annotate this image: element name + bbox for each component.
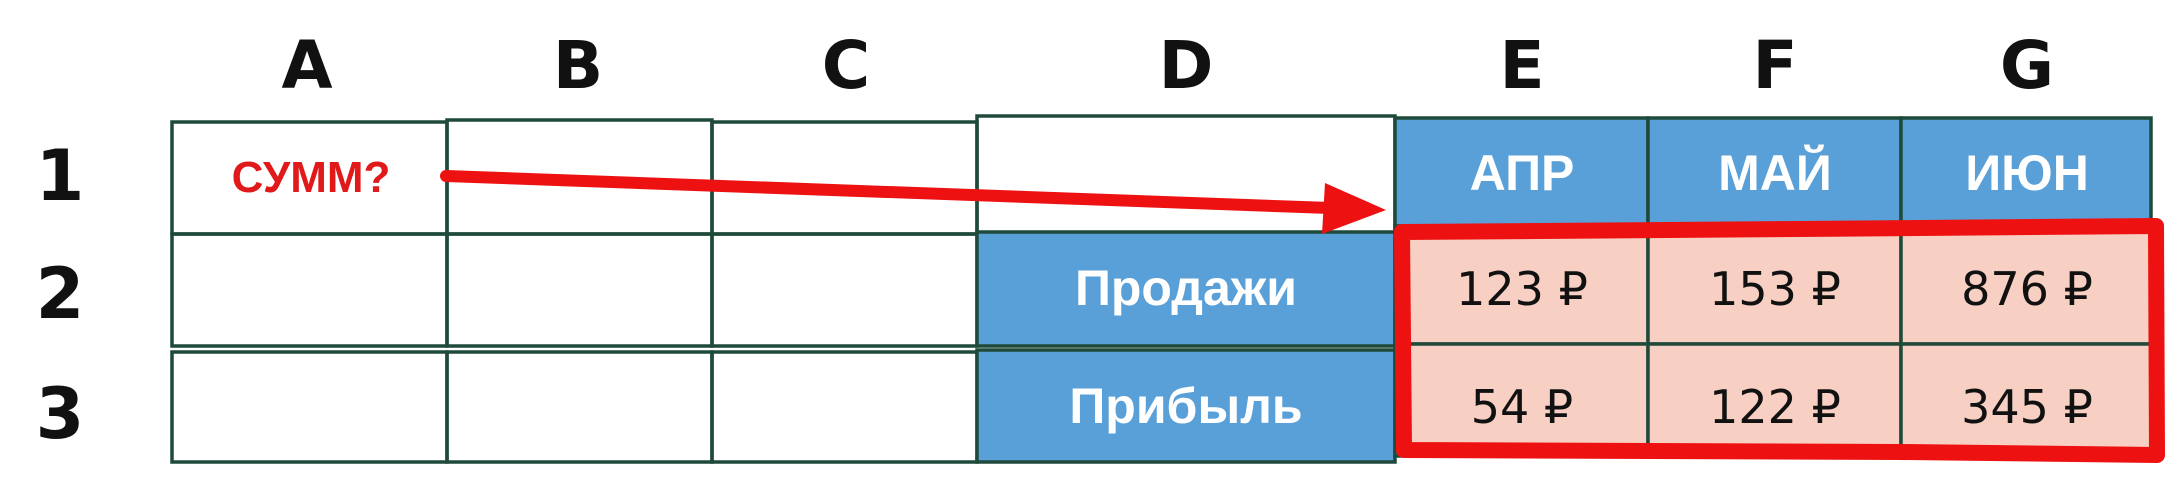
cell-e3[interactable] [1395,344,1648,456]
value-f3: 122 ₽ [1709,380,1841,434]
cell-d2[interactable] [977,232,1395,346]
value-f2: 153 ₽ [1709,262,1841,316]
arrow-head-icon [1322,183,1386,234]
cell-g2[interactable] [1901,226,2151,344]
month-may: МАЙ [1718,144,1832,201]
month-apr: АПР [1470,145,1575,201]
cell-f3[interactable] [1648,344,1901,456]
cell-c3[interactable] [710,350,979,464]
cell-f2[interactable] [1648,226,1901,344]
row-label-sales: Продажи [1075,260,1297,316]
column-header-b: B [553,27,603,104]
cell-a3[interactable] [170,350,449,464]
cell-c2[interactable] [710,232,979,348]
cell-e1[interactable] [1395,118,1648,226]
column-header-a: A [281,27,332,104]
sum-question: СУММ? [232,153,391,202]
cell-a2[interactable] [170,232,449,348]
arrow-line [440,170,1336,214]
cell-b2[interactable] [445,232,714,348]
value-g2: 876 ₽ [1961,262,2093,316]
value-e2: 123 ₽ [1456,262,1588,316]
row-label-profit: Прибыль [1069,378,1302,434]
value-e3: 54 ₽ [1471,380,1573,434]
column-header-f: F [1752,27,1797,104]
cell-f1[interactable] [1648,118,1901,226]
month-jun: ИЮН [1965,145,2089,201]
cell-b3[interactable] [445,350,714,464]
row-header-3: 3 [36,373,85,455]
cell-d3[interactable] [977,350,1395,462]
column-header-e: E [1499,27,1544,104]
cell-g3[interactable] [1901,344,2151,456]
row-header-2: 2 [36,253,85,335]
cell-c1[interactable] [710,120,979,236]
column-header-c: C [822,27,870,104]
cell-g1[interactable] [1901,118,2151,226]
cell-e2[interactable] [1395,226,1648,344]
row-header-1: 1 [36,135,85,217]
highlight-range-frame [1394,218,2165,463]
column-header-g: G [2000,27,2054,104]
column-header-d: D [1159,27,1214,104]
value-g3: 345 ₽ [1961,380,2093,434]
